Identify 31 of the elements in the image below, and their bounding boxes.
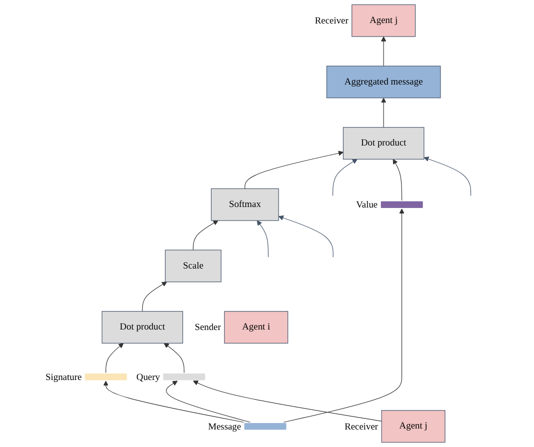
node-caption: Sender <box>194 323 221 334</box>
arrow <box>381 36 386 66</box>
node-box: Softmax <box>210 188 279 221</box>
node-box: Agent i <box>224 311 288 344</box>
arrow <box>332 158 358 196</box>
arrow <box>142 282 168 312</box>
arrow <box>424 156 472 196</box>
node-box: Agent j <box>352 4 416 37</box>
node-caption: Message <box>208 422 242 432</box>
arrow <box>192 380 382 422</box>
arrow <box>192 220 218 250</box>
arrow <box>278 215 334 258</box>
node-box: Aggregated message <box>326 66 441 98</box>
arrow <box>103 380 244 423</box>
node-box: Scale <box>164 250 222 282</box>
node-box: Agent j <box>381 410 446 443</box>
arrow <box>256 220 269 258</box>
node-caption: Signature <box>46 372 82 383</box>
node-caption: Receiver <box>344 422 378 432</box>
arrow <box>166 380 250 423</box>
arrow <box>244 150 344 189</box>
arrow <box>381 98 386 128</box>
arrow <box>392 158 402 201</box>
node-caption: Receiver <box>314 16 348 27</box>
node-box: Dot product <box>342 127 424 160</box>
arrow <box>283 208 404 423</box>
arrow <box>164 342 184 373</box>
node-box: Dot product <box>102 311 184 344</box>
arrow <box>106 342 124 373</box>
node-caption: Value <box>356 200 378 211</box>
node-caption: Query <box>136 372 160 383</box>
